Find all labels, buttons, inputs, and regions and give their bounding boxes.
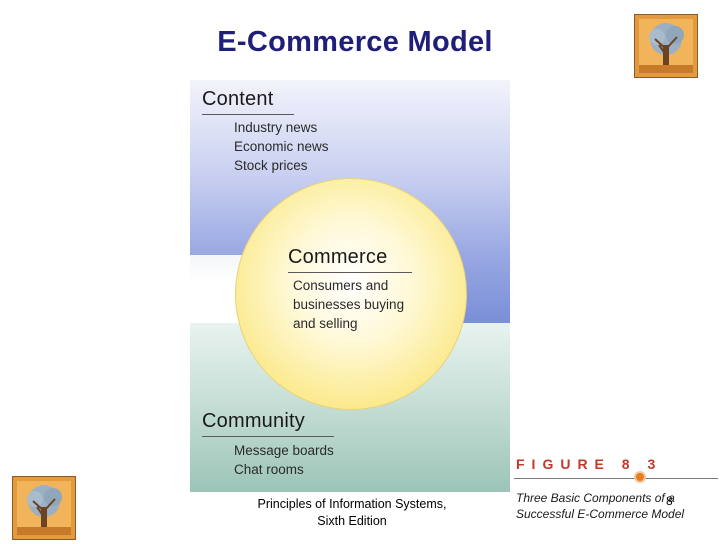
content-rule [202,114,294,115]
footer-text: Principles of Information Systems, Sixth… [232,496,472,530]
community-item: Chat rooms [234,462,304,477]
footer-line: Principles of Information Systems, [257,497,447,511]
community-item: Message boards [234,443,334,458]
slide-title: E-Commerce Model [217,26,493,58]
commerce-item: and selling [293,316,358,331]
figure-caption: Three Basic Components of a Successful E… [516,490,716,522]
figure-rule [514,478,718,479]
footer-line: Sixth Edition [317,514,387,528]
commerce-circle [235,178,467,410]
figure-caption-line: Three Basic Components of a [516,491,675,505]
commerce-item: businesses buying [293,297,405,312]
community-rule [202,436,334,437]
community-heading: Community [202,410,305,432]
commerce-item: Consumers and [293,278,389,293]
page-number: 8 [666,494,673,508]
content-item: Stock prices [234,158,308,173]
tree-logo-icon [634,14,698,78]
commerce-heading: Commerce [288,246,388,268]
figure-caption-line: Successful E-Commerce Model [516,507,685,521]
content-item: Economic news [234,139,329,154]
content-item: Industry news [234,120,318,135]
tree-logo-icon [12,476,76,540]
figure-dot-icon [634,471,646,483]
figure-label: FIGURE 8 3 [516,456,663,472]
content-heading: Content [202,88,274,110]
commerce-rule [288,272,412,273]
ecommerce-diagram: Content Industry news Economic news Stoc… [190,80,510,492]
